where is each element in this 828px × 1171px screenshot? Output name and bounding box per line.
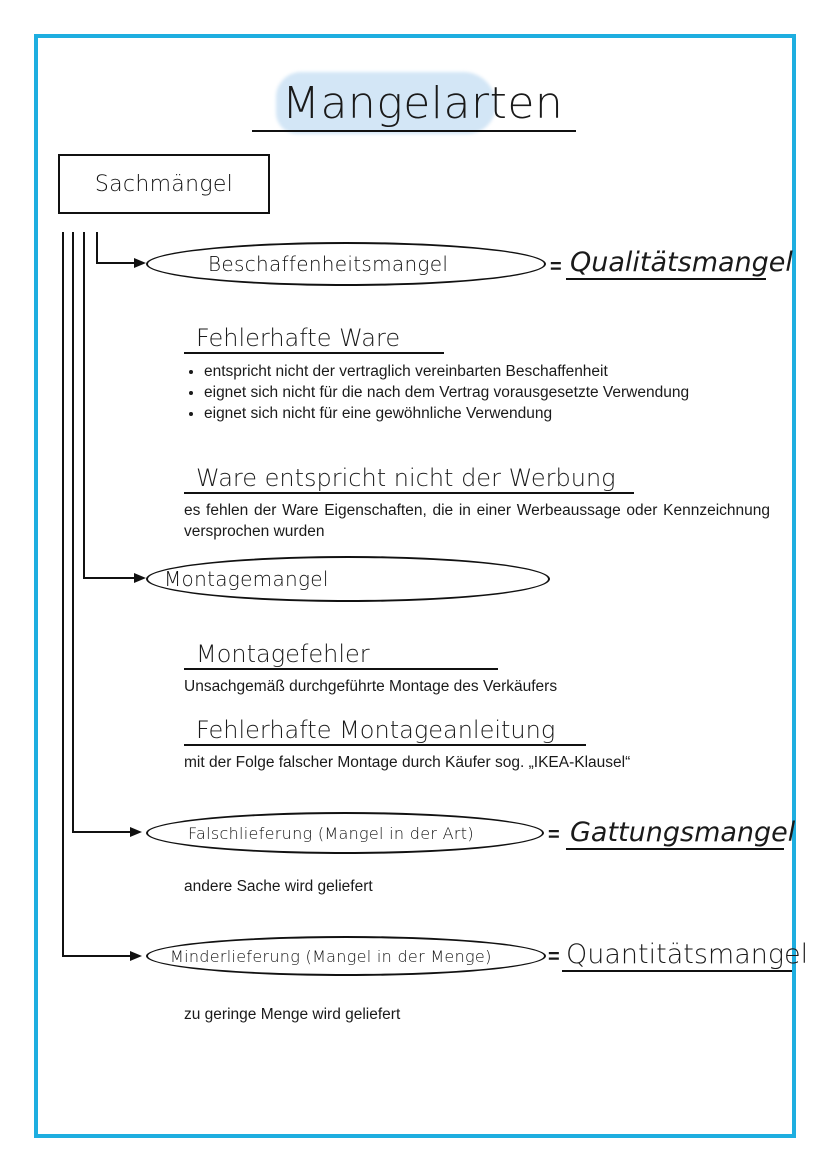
page-title: Mangelarten [282, 78, 564, 129]
node-falschlieferung: Falschlieferung (Mangel in der Art) [146, 812, 544, 854]
bullet-item: entspricht nicht der vertraglich vereinb… [204, 361, 744, 382]
text-falschlieferung: andere Sache wird geliefert [184, 878, 373, 895]
node-montagemangel: Montagemangel [146, 556, 550, 602]
text-minderlieferung: zu geringe Menge wird geliefert [184, 1006, 401, 1023]
text-werbung: es fehlen der Ware Eigenschaften, die in… [184, 502, 770, 540]
equals-sign: = [548, 824, 560, 846]
bullet-item: eignet sich nicht für eine gewöhnliche V… [204, 403, 744, 424]
subheading-montagefehler: Montagefehler [184, 640, 498, 670]
node-beschaffenheitsmangel: Beschaffenheitsmangel [146, 242, 546, 286]
subheading-montageanleitung: Fehlerhafte Montageanleitung [184, 716, 586, 746]
synonym-quantitaetsmangel: Quantitätsmangel [562, 940, 808, 972]
bullet-item: eignet sich nicht für die nach dem Vertr… [204, 382, 744, 403]
connector-minderlieferung [62, 232, 64, 956]
text-montagefehler: Unsachgemäß durchgeführte Montage des Ve… [184, 678, 558, 695]
equals-sign: = [548, 946, 560, 968]
text-montageanleitung: mit der Folge falscher Montage durch Käu… [184, 754, 631, 771]
node-label: Beschaffenheitsmangel [208, 252, 449, 276]
arrow-line-beschaffenheitsmangel [96, 262, 136, 264]
arrow-line-falschlieferung [72, 831, 132, 833]
arrow-line-minderlieferung [62, 955, 132, 957]
arrow-line-montagemangel [83, 577, 136, 579]
synonym-gattungsmangel: Gattungsmangel [566, 818, 795, 850]
arrowhead-icon [134, 258, 146, 268]
arrowhead-icon [130, 827, 142, 837]
connector-beschaffenheitsmangel [96, 232, 98, 262]
title-highlight [276, 72, 496, 134]
arrowhead-icon [134, 573, 146, 583]
equals-sign: = [550, 256, 562, 278]
node-label: Montagemangel [164, 567, 329, 591]
bullet-list-fehlerhafte-ware: entspricht nicht der vertraglich vereinb… [180, 361, 744, 424]
node-label: Minderlieferung (Mangel in der Menge) [170, 946, 492, 966]
root-node-sachmaengel: Sachmängel [58, 154, 270, 214]
node-minderlieferung: Minderlieferung (Mangel in der Menge) [146, 936, 546, 976]
root-node-label: Sachmängel [94, 171, 234, 197]
page-frame [34, 34, 796, 1138]
subheading-fehlerhafte-ware: Fehlerhafte Ware [184, 324, 444, 354]
arrowhead-icon [130, 951, 142, 961]
subheading-werbung: Ware entspricht nicht der Werbung [184, 464, 634, 494]
connector-falschlieferung [72, 232, 74, 832]
connector-montagemangel [83, 232, 85, 578]
node-label: Falschlieferung (Mangel in der Art) [188, 823, 474, 843]
title-underline [252, 130, 576, 132]
synonym-qualitaetsmangel: Qualitätsmangel [566, 248, 793, 280]
